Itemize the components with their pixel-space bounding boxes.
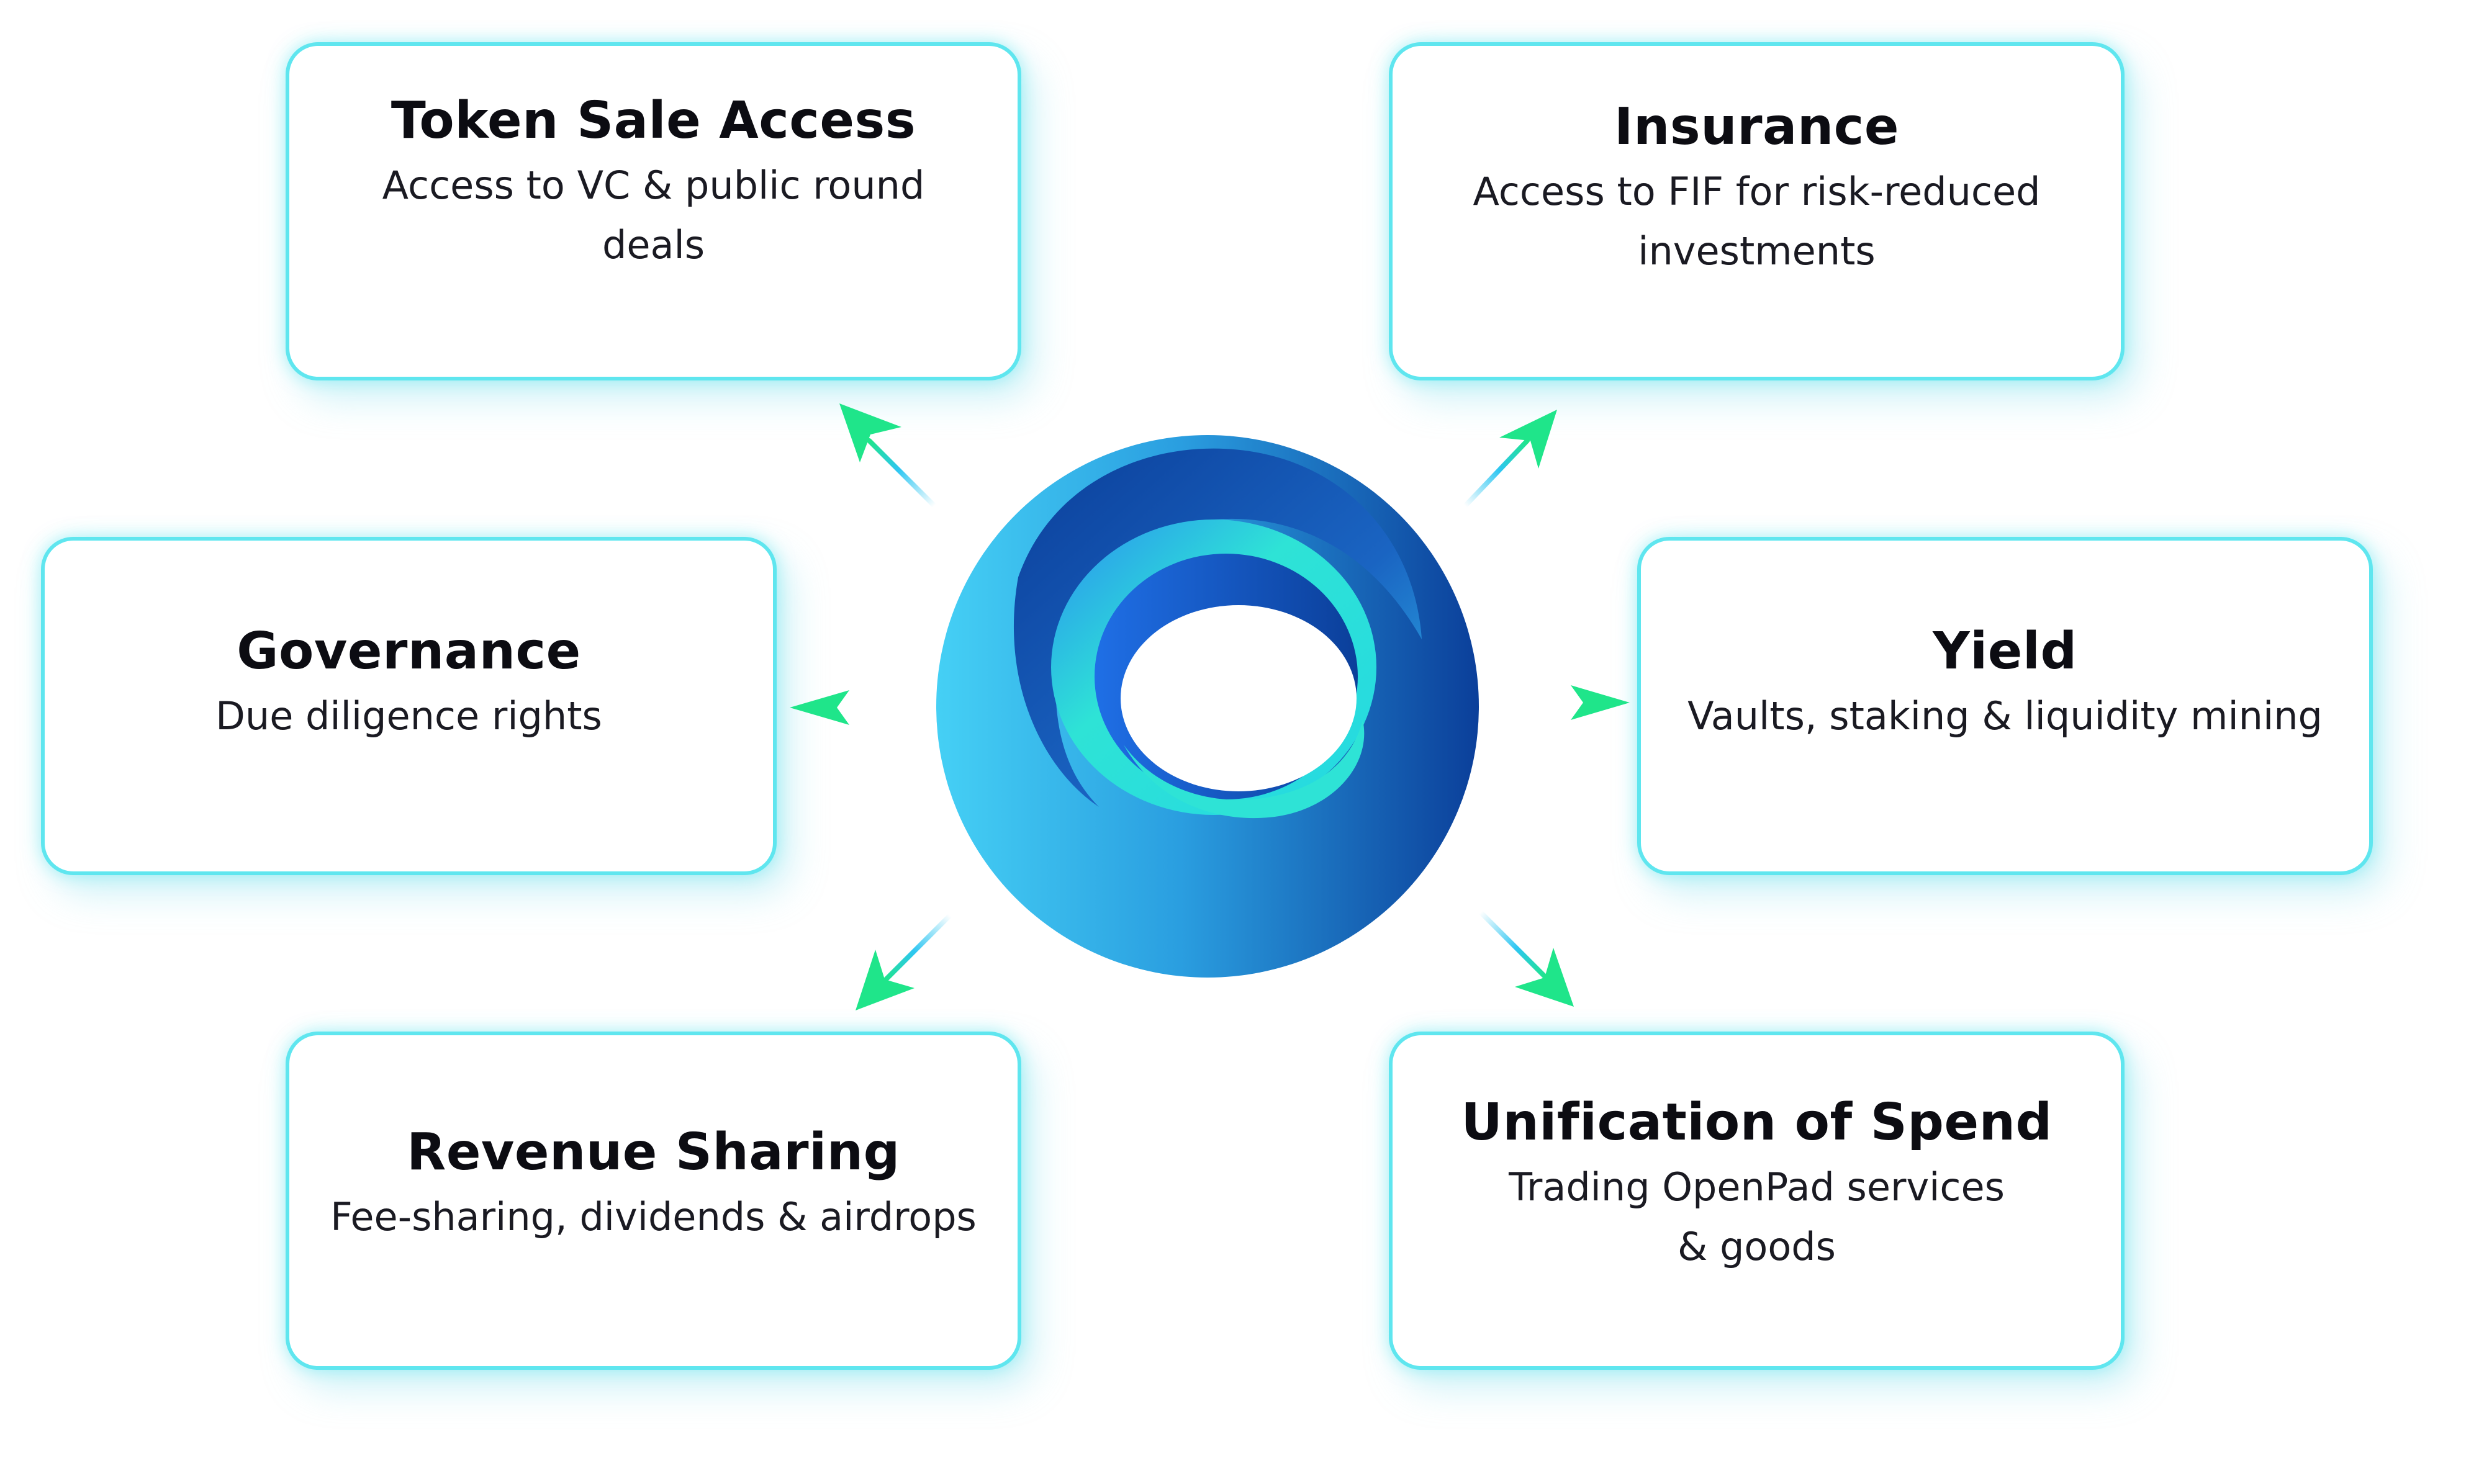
arrow-to-insurance [1463,410,1557,508]
arrow-to-revenue-sharing [856,913,952,1010]
arrow-to-yield [1484,685,1630,720]
card-title: Token Sale Access [391,91,916,151]
arrow-to-unification-of-spend [1478,910,1574,1007]
openpad-logo-icon [936,435,1479,978]
card-description: Trading OpenPad services & goods [1461,1158,2052,1277]
card-title: Yield [1933,622,2077,681]
arrow-to-token-sale-access [839,403,937,508]
card-yield: Yield Vaults, staking & liquidity mining [1637,537,2373,875]
card-governance: Governance Due diligence rights [41,537,777,875]
card-description: Fee-sharing, dividends & airdrops [330,1194,977,1239]
card-description-line: Trading OpenPad services [1509,1164,2005,1210]
card-title: Unification of Spend [1461,1093,2053,1153]
card-content: Revenue Sharing Fee-sharing, dividends &… [330,1123,977,1246]
card-title: Governance [237,622,581,681]
card-description: Access to VC & public round deals [382,162,925,268]
card-description: Vaults, staking & liquidity mining [1687,693,2323,739]
card-title: Revenue Sharing [407,1123,900,1182]
card-description-line: & goods [1678,1223,1836,1269]
card-content: Unification of Spend Trading OpenPad ser… [1461,1093,2053,1277]
card-title: Insurance [1614,97,1899,157]
card-description: Due diligence rights [215,693,602,739]
card-token-sale-access: Token Sale Access Access to VC & public … [286,42,1021,380]
card-revenue-sharing: Revenue Sharing Fee-sharing, dividends &… [286,1032,1021,1370]
card-description-line: Access to FIF for risk-reduced [1473,168,2041,214]
card-description-line: investments [1638,228,1876,274]
card-insurance: Insurance Access to FIF for risk-reduced… [1389,42,2125,380]
card-content: Insurance Access to FIF for risk-reduced… [1473,97,2041,281]
card-content: Token Sale Access Access to VC & public … [327,91,980,274]
card-description: Access to FIF for risk-reduced investmen… [1473,162,2041,281]
card-unification-of-spend: Unification of Spend Trading OpenPad ser… [1389,1032,2125,1370]
card-content: Governance Due diligence rights [215,622,602,745]
arrow-to-governance [790,690,931,725]
card-content: Yield Vaults, staking & liquidity mining [1687,622,2323,745]
